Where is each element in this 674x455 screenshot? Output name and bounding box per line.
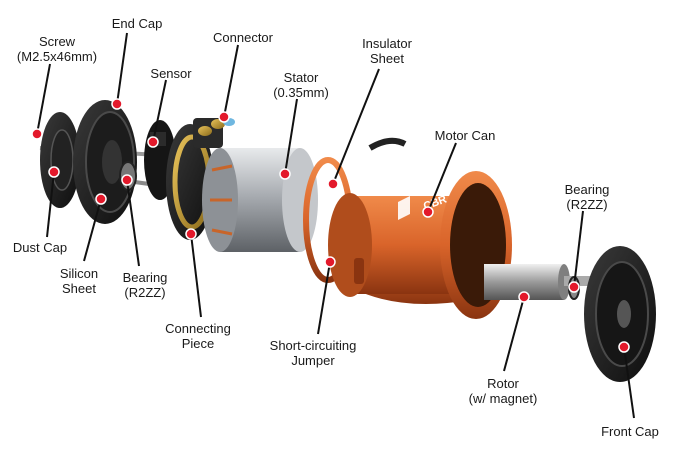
- label-rotor: Rotor (w/ magnet): [468, 376, 538, 406]
- label-connecting-piece: Connecting Piece: [165, 321, 231, 351]
- marker-sensor: [147, 136, 159, 148]
- leader-end-cap: [116, 32, 128, 105]
- label-motor-can: Motor Can: [434, 128, 496, 143]
- leader-dust-cap: [46, 171, 55, 238]
- leader-rotor: [503, 296, 525, 372]
- marker-stator: [279, 168, 291, 180]
- leader-connecting-piece: [190, 233, 202, 318]
- leader-front-cap: [623, 346, 635, 419]
- marker-connecting-piece: [185, 228, 197, 240]
- marker-connector: [218, 111, 230, 123]
- leader-bearing-front: [573, 210, 584, 288]
- marker-silicon-sheet: [95, 193, 107, 205]
- label-screw: Screw (M2.5x46mm): [16, 34, 98, 64]
- leader-stator: [284, 98, 298, 175]
- label-short-circuiting-jumper: Short-circuiting Jumper: [269, 338, 357, 368]
- label-dust-cap: Dust Cap: [12, 240, 68, 255]
- leader-jumper: [317, 261, 331, 335]
- callout-markers: [31, 98, 630, 353]
- marker-screw: [31, 128, 43, 140]
- label-stator: Stator (0.35mm): [273, 70, 329, 100]
- leader-screw: [36, 63, 51, 135]
- label-front-cap: Front Cap: [601, 424, 659, 439]
- leader-lines: [36, 32, 635, 419]
- marker-front-cap: [618, 341, 630, 353]
- marker-insulator: [327, 178, 339, 190]
- marker-jumper: [324, 256, 336, 268]
- marker-rotor: [518, 291, 530, 303]
- dust-cap-part: [40, 112, 80, 208]
- leader-silicon-sheet: [83, 198, 102, 262]
- marker-bearing-rear: [121, 174, 133, 186]
- marker-end-cap: [111, 98, 123, 110]
- stator-part: [202, 148, 318, 252]
- leader-sensor: [152, 79, 167, 143]
- leader-motor-can: [427, 142, 457, 213]
- marker-bearing-front: [568, 281, 580, 293]
- motor-can-part: CBR: [328, 171, 512, 319]
- leader-insulator: [332, 68, 380, 185]
- connector-part: [193, 118, 235, 148]
- label-end-cap: End Cap: [111, 16, 163, 31]
- label-silicon-sheet: Silicon Sheet: [59, 266, 99, 296]
- marker-dust-cap: [48, 166, 60, 178]
- marker-motor-can: [422, 206, 434, 218]
- label-connector: Connector: [213, 30, 273, 45]
- leader-connector: [223, 44, 239, 118]
- front-cap-part: [584, 246, 656, 382]
- label-bearing-front: Bearing (R2ZZ): [564, 182, 610, 212]
- label-insulator-sheet: Insulator Sheet: [362, 36, 412, 66]
- label-bearing-rear: Bearing (R2ZZ): [122, 270, 168, 300]
- leader-bearing-rear: [126, 179, 140, 267]
- label-sensor: Sensor: [150, 66, 192, 81]
